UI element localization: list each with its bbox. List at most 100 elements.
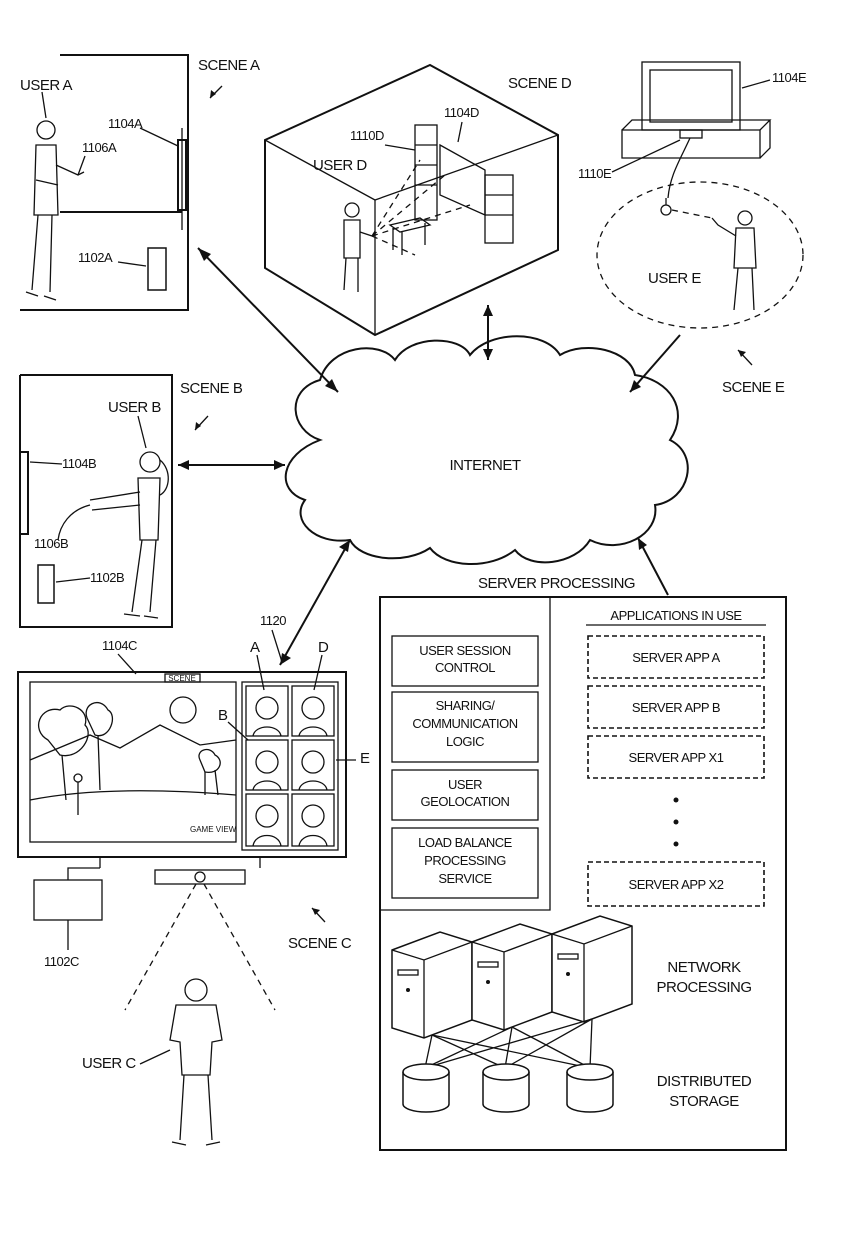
display-d-label: 1104D	[444, 105, 479, 120]
server-app-b: SERVER APP B	[587, 685, 765, 729]
device-c-label: 1102C	[44, 954, 79, 969]
storage-disk-icon	[482, 1063, 530, 1113]
svg-text:LOAD BALANCE: LOAD BALANCE	[418, 835, 513, 850]
controller-b-label: 1106B	[34, 536, 68, 551]
server-tower-icon	[391, 931, 473, 1039]
display-icon	[439, 143, 486, 217]
svg-text:CONTROL: CONTROL	[435, 660, 495, 675]
display-icon	[19, 451, 29, 535]
svg-text:SERVER APP B: SERVER APP B	[632, 700, 720, 715]
svg-text:SHARING/: SHARING/	[436, 698, 496, 713]
scene-d: 1110D 1104D USER D SCENE D	[264, 63, 572, 337]
participant-face-icon	[245, 739, 289, 791]
svg-text:GEOLOCATION: GEOLOCATION	[421, 794, 510, 809]
display-e-label: 1104E	[772, 70, 807, 85]
user-e-figure	[711, 210, 757, 311]
arrowhead-icon	[325, 379, 338, 392]
scene-e-area	[596, 181, 804, 329]
svg-text:PROCESSING: PROCESSING	[424, 853, 506, 868]
panel-label: 1120	[260, 613, 286, 628]
user-a-label: USER A	[20, 77, 73, 94]
participant-d-label: D	[318, 639, 329, 656]
display-a-label: 1104A	[108, 116, 143, 131]
cable	[57, 504, 91, 541]
scene-b: USER B 1104B 1106B 1102B SCENE B	[19, 374, 243, 628]
camera-view-cone	[124, 883, 276, 1011]
controller-d-label: 1110D	[350, 128, 384, 143]
apps-title: APPLICATIONS IN USE	[610, 608, 742, 623]
participant-face-icon	[291, 685, 335, 737]
arrow-scene-c-internet	[279, 539, 351, 666]
arrowhead-icon	[198, 248, 211, 261]
storage-disk-icon	[402, 1063, 450, 1113]
connection-arrows	[178, 247, 681, 666]
scene-a: USER A 1104A 1106A 1102A SCENE A	[20, 54, 261, 311]
arrowhead-icon	[638, 538, 647, 550]
user-d-label: USER D	[313, 157, 367, 174]
internet-label: INTERNET	[450, 457, 521, 474]
device-b-label: 1102B	[90, 570, 124, 585]
network-links	[424, 1018, 593, 1069]
svg-text:USER SESSION: USER SESSION	[419, 643, 511, 658]
screen-title: SCENE	[168, 674, 196, 683]
server-app-x1: SERVER APP X1	[587, 735, 765, 779]
camera-icon	[194, 871, 206, 883]
arrow-scene-e-internet	[629, 334, 681, 393]
scene-c: SCENE GAME VIEW	[17, 613, 371, 1146]
cable	[667, 137, 691, 199]
scene-d-room	[264, 63, 559, 337]
camera-bar-icon	[154, 869, 246, 885]
storage-label-1: DISTRIBUTED	[657, 1073, 752, 1090]
server-tower-icon	[471, 923, 553, 1031]
server-processing: SERVER PROCESSING USER SESSION CONTROL S…	[379, 575, 787, 1151]
user-d-figure	[343, 202, 373, 292]
storage-label-2: STORAGE	[669, 1093, 739, 1110]
scene-b-frame	[19, 374, 173, 628]
scene-d-label: SCENE D	[508, 75, 572, 92]
internet-cloud: INTERNET	[284, 335, 689, 566]
arrowhead-icon	[274, 460, 285, 470]
user-b-figure	[89, 451, 169, 619]
participant-panel	[241, 681, 339, 851]
display-b-label: 1104B	[62, 456, 96, 471]
server-app-x2: SERVER APP X2	[587, 861, 765, 907]
display-c-frame	[17, 671, 347, 858]
participant-face-icon	[245, 685, 289, 737]
svg-text:SERVICE: SERVICE	[438, 871, 492, 886]
console-icon	[33, 879, 103, 921]
arrowhead-icon	[280, 653, 291, 665]
arrowhead-icon	[483, 305, 493, 316]
arrowhead-icon	[339, 540, 350, 552]
svg-text:COMMUNICATION: COMMUNICATION	[412, 716, 517, 731]
console-icon	[147, 247, 167, 291]
user-a-figure	[25, 120, 85, 301]
svg-text:SERVER APP A: SERVER APP A	[632, 650, 720, 665]
user-c-figure	[169, 978, 223, 1146]
server-tower-icon	[551, 915, 633, 1023]
server-frame	[379, 596, 787, 1151]
arrow-scene-a-internet	[197, 247, 339, 393]
game-caption: GAME VIEW	[190, 825, 237, 834]
storage-disk-icon	[566, 1063, 614, 1113]
participant-a-label: A	[250, 639, 260, 656]
server-module-sharing: SHARING/ COMMUNICATION LOGIC	[391, 691, 539, 763]
participant-e-label: E	[360, 750, 370, 767]
server-module-session: USER SESSION CONTROL	[391, 635, 539, 687]
scene-e-label: SCENE E	[722, 379, 785, 396]
controller-a-label: 1106A	[82, 140, 117, 155]
user-b-label: USER B	[108, 399, 161, 416]
user-e-label: USER E	[648, 270, 701, 287]
participant-b-label: B	[218, 707, 228, 724]
svg-text:LOGIC: LOGIC	[446, 734, 484, 749]
scene-a-frame	[20, 54, 189, 311]
server-module-geolocation: USER GEOLOCATION	[391, 769, 539, 821]
game-view	[29, 681, 237, 843]
scene-b-label: SCENE B	[180, 380, 243, 397]
scene-e: 1104E 1110E USER E SCENE E	[578, 61, 807, 396]
svg-text:SERVER APP X1: SERVER APP X1	[629, 750, 724, 765]
arrowhead-icon	[178, 460, 189, 470]
arrowhead-icon	[483, 349, 493, 360]
controller-e-label: 1110E	[578, 166, 612, 181]
scene-c-label: SCENE C	[288, 935, 352, 952]
